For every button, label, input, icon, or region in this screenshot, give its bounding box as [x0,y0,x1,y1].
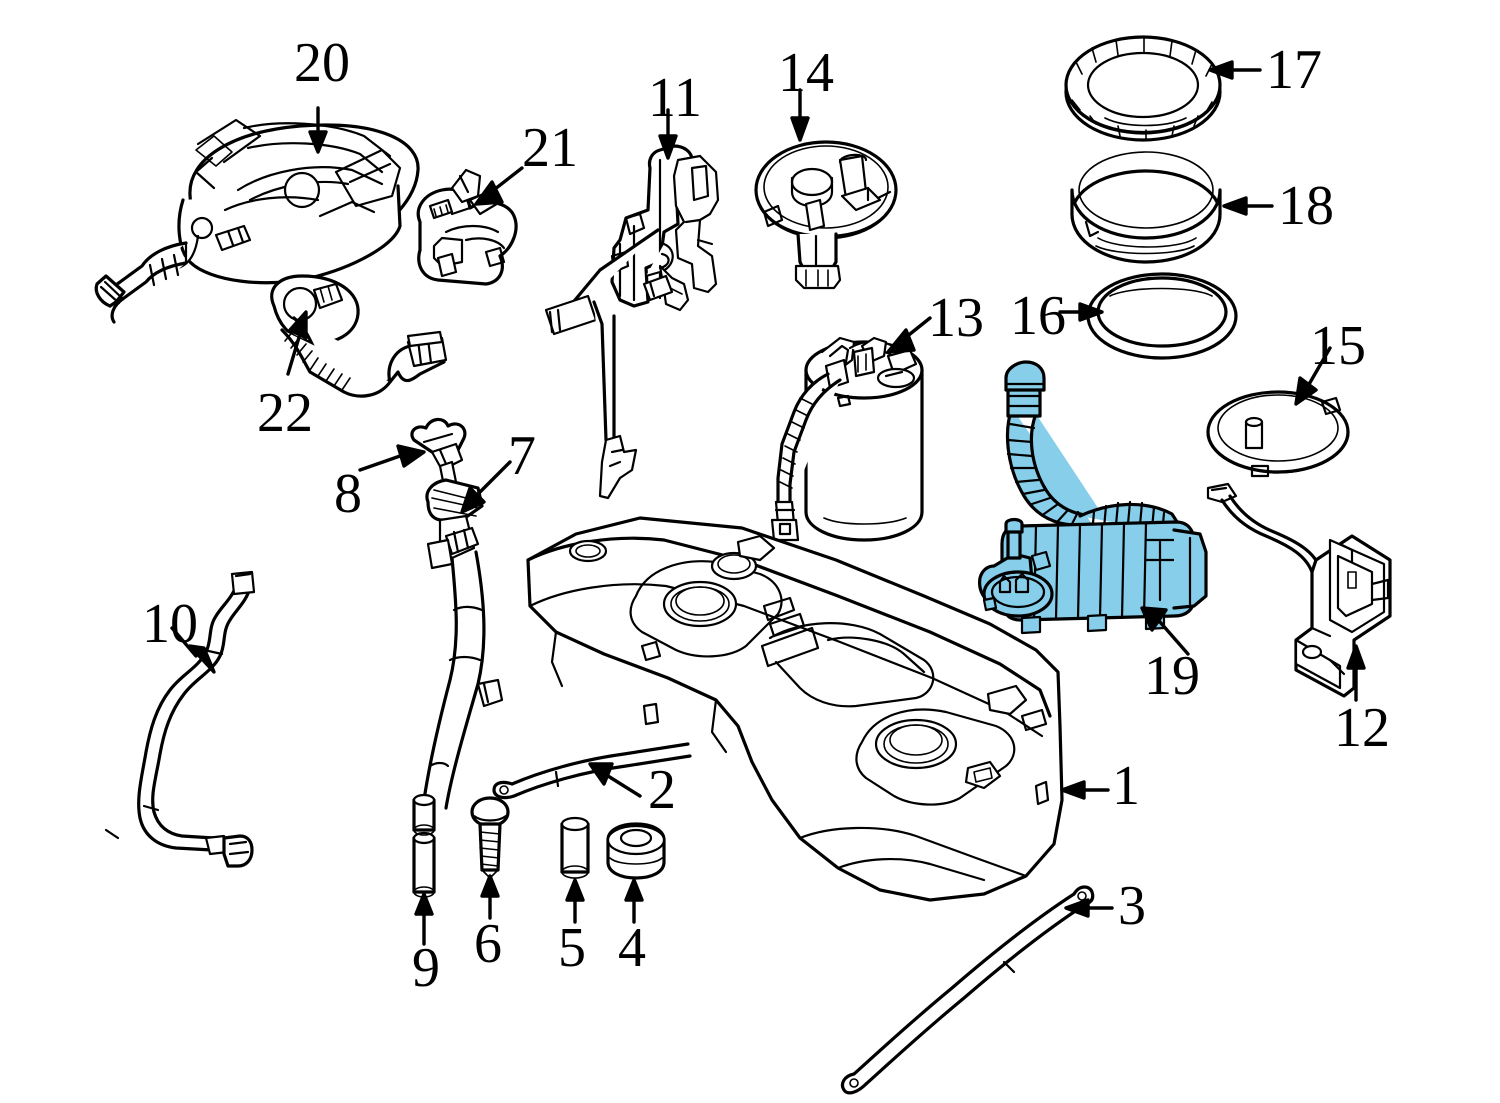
part-16-sealing-o-ring [1086,272,1238,360]
callout-label-4[interactable]: 4 [618,917,646,979]
callout-label-17[interactable]: 17 [1266,39,1322,101]
part-4-grommet [606,822,666,880]
callout-label-20[interactable]: 20 [294,32,350,94]
part-12-sensor-mounting-bracket [1206,482,1392,698]
callout-label-18[interactable]: 18 [1278,175,1334,237]
part-10-fuel-feed-line [104,570,256,868]
part-6-flange-bolt [470,796,510,879]
part-15-tank-access-cover [1206,390,1350,478]
part-9-filler-pipe-sleeve [412,793,436,898]
callout-label-1[interactable]: 1 [1112,755,1140,817]
callout-label-13[interactable]: 13 [928,287,984,349]
callout-label-11[interactable]: 11 [648,67,702,129]
callout-label-21[interactable]: 21 [522,117,578,179]
part-14-fuel-pump-flange-cover [754,140,898,290]
part-19-evap-charcoal-canister [978,360,1208,635]
callout-label-3[interactable]: 3 [1118,875,1146,937]
callout-label-15[interactable]: 15 [1310,315,1366,377]
part-17-fuel-pump-lock-ring [1064,35,1222,142]
part-20-fuel-filler-housing [94,118,420,324]
callout-label-5[interactable]: 5 [558,917,586,979]
part-13-fuel-pump-module [770,336,924,542]
callout-label-8[interactable]: 8 [334,463,362,525]
callout-label-16[interactable]: 16 [1010,285,1066,347]
callout-arrows [170,60,1366,946]
callout-label-9[interactable]: 9 [412,937,440,999]
part-1-fuel-tank [526,516,1064,902]
callout-label-2[interactable]: 2 [648,759,676,821]
callout-label-19[interactable]: 19 [1144,645,1200,707]
callout-label-10[interactable]: 10 [142,593,198,655]
callout-label-7[interactable]: 7 [508,425,536,487]
callout-label-12[interactable]: 12 [1334,697,1390,759]
part-5-spacer-sleeve [560,816,590,879]
part-21-purge-solenoid-valve [416,168,518,286]
part-3-fuel-tank-strap-rear [840,885,1095,1095]
part-7-fuel-filler-neck [422,478,504,810]
part-11-fuel-pump-wiring-bracket [544,144,720,500]
callout-label-6[interactable]: 6 [474,913,502,975]
callout-label-22[interactable]: 22 [257,382,313,444]
part-18-fuel-pump-retainer-ring [1070,151,1222,264]
callout-label-14[interactable]: 14 [778,42,834,104]
